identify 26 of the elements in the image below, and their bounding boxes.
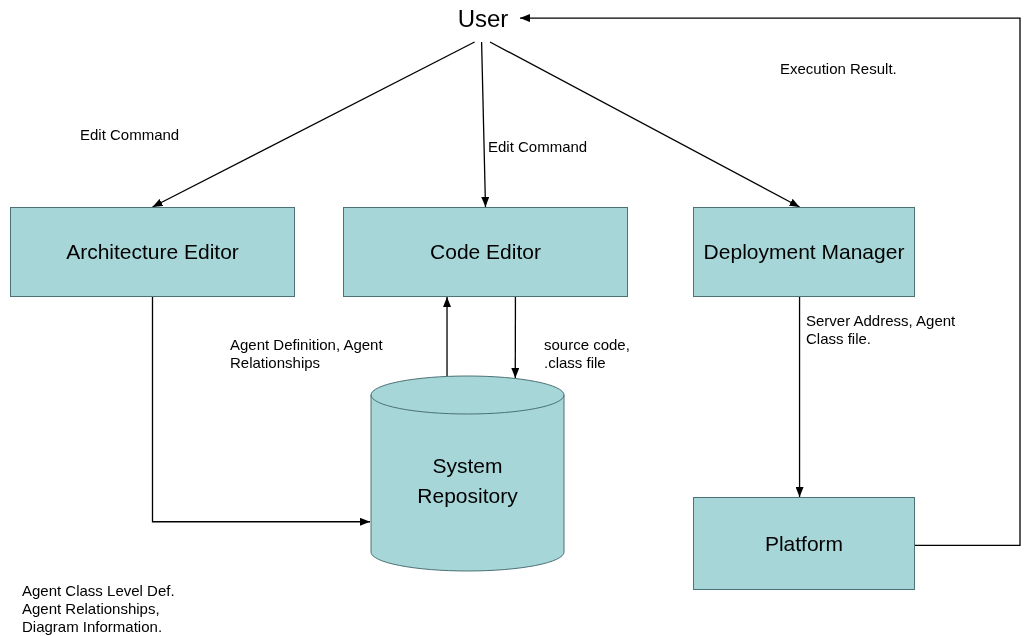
node-label: Deployment Manager: [702, 239, 906, 265]
user-label: User: [448, 4, 518, 34]
arrow: [480, 41, 490, 208]
arrow: [489, 41, 801, 208]
edge-label: Edit Command: [80, 126, 181, 144]
arrow: [795, 296, 804, 498]
node-label: Architecture Editor: [65, 239, 240, 265]
edge-label: Execution Result.: [780, 60, 898, 78]
edge-label: source code, .class file: [544, 336, 631, 372]
component-box: [693, 207, 915, 297]
node-label: Code Editor: [429, 239, 542, 265]
cylinder: [370, 375, 565, 572]
component-box: [10, 207, 295, 297]
component-box: [343, 207, 628, 297]
edge-label: Agent Definition, Agent Relationships: [230, 336, 384, 372]
node-label: System Repository: [416, 452, 519, 509]
arrow: [519, 14, 1021, 546]
edge-label: Edit Command: [488, 138, 589, 156]
arrow: [151, 41, 476, 208]
node-label: Platform: [763, 530, 845, 557]
arrow: [511, 296, 520, 379]
edge-label: Agent Class Level Def. Agent Relationships, Diagram Information.: [22, 582, 176, 636]
arrow: [443, 296, 452, 377]
component-box: [693, 497, 915, 590]
edge-label: Server Address, Agent Class file.: [806, 312, 956, 348]
arrow: [151, 296, 371, 526]
